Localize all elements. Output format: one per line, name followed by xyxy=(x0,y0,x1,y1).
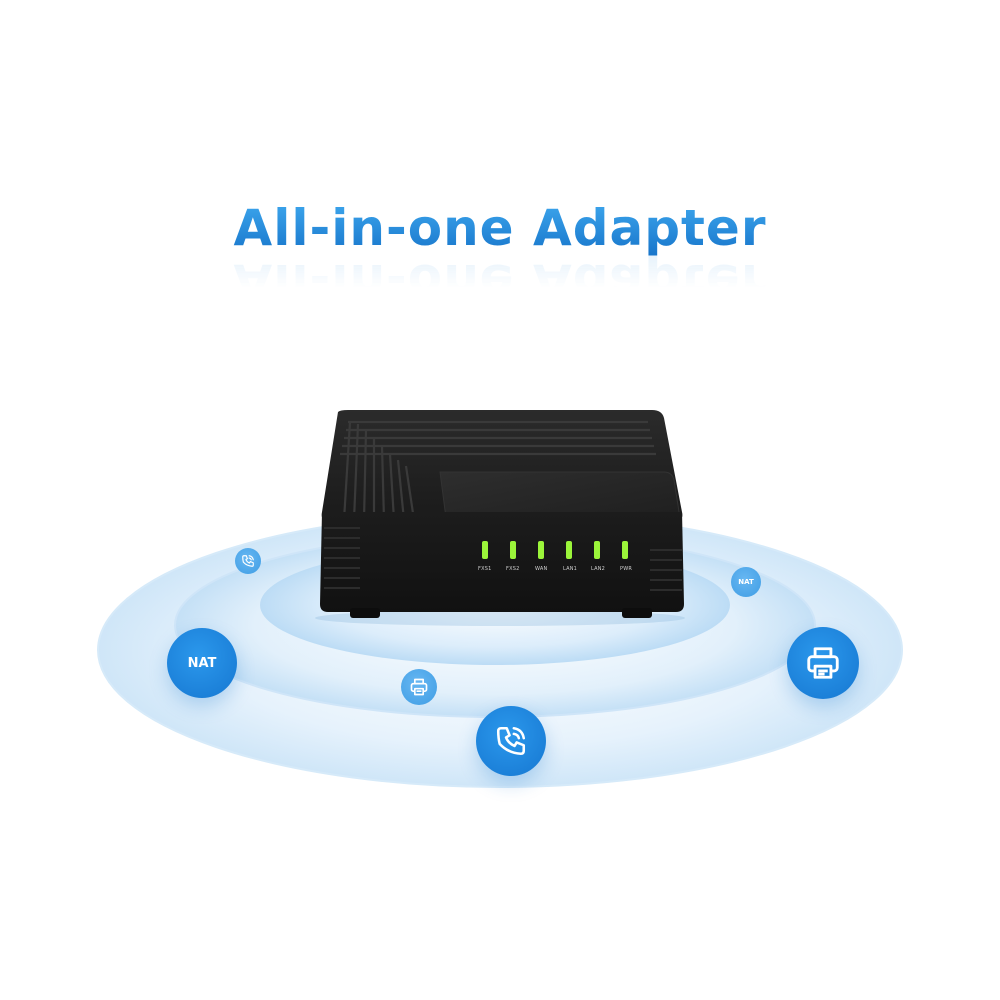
nat-badge-small: NAT xyxy=(731,567,761,597)
title-reflection: All-in-one Adapter xyxy=(233,253,767,311)
led-lan1 xyxy=(566,541,572,559)
page-title: All-in-one Adapter xyxy=(0,198,1000,258)
led-lan2 xyxy=(594,541,600,559)
nat-badge-large: NAT xyxy=(167,628,237,698)
led-wan xyxy=(538,541,544,559)
phone-badge-small xyxy=(235,548,261,574)
led-label-fxs2: FXS2 xyxy=(506,566,520,572)
phone-badge-large xyxy=(476,706,546,776)
adapter-device xyxy=(315,410,685,626)
status-leds xyxy=(482,541,628,559)
printer-icon-large xyxy=(807,647,839,679)
led-label-lan1: LAN1 xyxy=(563,566,578,572)
nat-badge-large-label: NAT xyxy=(187,655,217,671)
device-panel xyxy=(439,471,681,519)
led-pwr xyxy=(622,541,628,559)
front-vents xyxy=(324,527,682,591)
device-ribs xyxy=(340,420,656,521)
led-label-wan: WAN xyxy=(535,566,548,572)
led-label-fxs1: FXS1 xyxy=(478,566,492,572)
led-fxs2 xyxy=(510,541,516,559)
printer-badge-small xyxy=(401,669,437,705)
printer-icon xyxy=(410,678,428,696)
phone-icon-large xyxy=(496,726,526,756)
printer-badge-large xyxy=(787,627,859,699)
phone-icon xyxy=(242,555,254,567)
led-label-pwr: PWR xyxy=(620,566,633,572)
led-fxs1 xyxy=(482,541,488,559)
device-front xyxy=(320,512,684,612)
led-label-lan2: LAN2 xyxy=(591,566,606,572)
nat-badge-small-label: NAT xyxy=(738,578,754,586)
